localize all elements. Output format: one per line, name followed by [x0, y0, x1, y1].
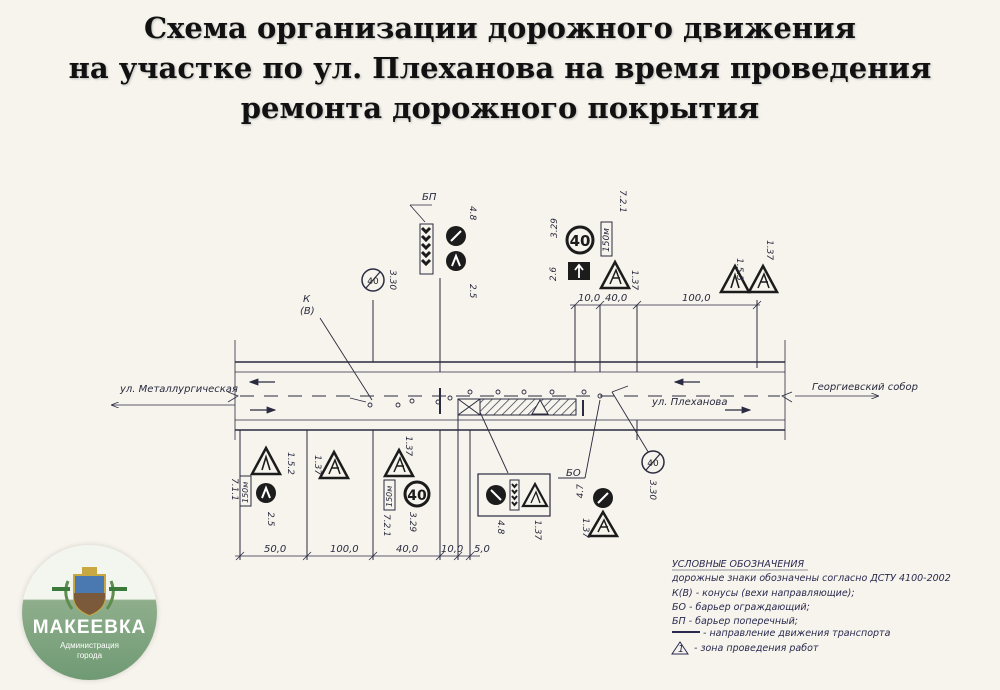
- code-48-bot: 4.8: [495, 520, 505, 535]
- barrier-sign-panel: [477, 473, 551, 517]
- legend-work-zone-mark: 1: [678, 644, 684, 655]
- barrier-chevron-sign: [419, 223, 434, 275]
- legend-work-zone-icon: [671, 641, 689, 655]
- dim-bottom-2: 100,0: [330, 544, 359, 555]
- priority-road-icon: [568, 262, 590, 280]
- distance-plate-value: 150м: [602, 228, 612, 252]
- dimensions-bottom: [235, 551, 480, 561]
- road-works-icon: [382, 447, 416, 478]
- legend-line-2: К(В) - конусы (вехи направляющие);: [672, 588, 855, 599]
- dim-top-3: 100,0: [682, 293, 711, 304]
- end-speed-limit-value-bot: 40: [647, 459, 659, 469]
- speed-limit-value: 40: [570, 232, 591, 250]
- legend-line-4: БП - барьер поперечный;: [672, 616, 798, 627]
- code-329-top: 3.29: [550, 218, 560, 238]
- lane-direction-icon: [249, 445, 283, 476]
- code-25-bot: 2.5: [265, 512, 275, 527]
- code-137-top-b: 1.37: [764, 240, 774, 260]
- dim-top-2: 40,0: [605, 293, 627, 304]
- work-zone: [457, 398, 577, 416]
- road-works-icon: [317, 449, 351, 480]
- title-line-1: Схема организации дорожного движения: [144, 11, 856, 45]
- label-v: (В): [300, 306, 315, 317]
- code-721-bot: 7.2.1: [381, 514, 391, 537]
- code-137-bot-d: 1.37: [580, 518, 590, 538]
- code-47-bot: 4.7: [576, 484, 586, 499]
- legend-line-5: - направление движения транспорта: [703, 628, 891, 639]
- code-137-top-a: 1.37: [629, 270, 639, 290]
- code-711-bot: 7.1.1: [229, 478, 239, 501]
- title-line-3: ремонта дорожного покрытия: [240, 91, 760, 125]
- legend-heading: УСЛОВНЫЕ ОБОЗНАЧЕНИЯ: [672, 559, 804, 570]
- road-works-icon: [598, 259, 632, 290]
- end-speed-limit-value: 40: [367, 277, 379, 287]
- code-25-top: 2.5: [467, 284, 477, 299]
- barriers: [439, 388, 584, 416]
- legend-line-6: - зона проведения работ: [694, 643, 819, 654]
- distance-plate-icon: 150м: [600, 221, 613, 257]
- extension-lines: [239, 278, 758, 560]
- mandatory-direction-icon: [256, 483, 276, 503]
- page-title: Схема организации дорожного движения на …: [0, 8, 1000, 128]
- title-line-2: на участке по ул. Плеханова на время про…: [68, 51, 932, 85]
- code-330-top: 3.30: [387, 270, 397, 290]
- distance-plate-icon: 150м: [383, 479, 396, 511]
- label-k: К: [303, 294, 311, 305]
- distance-plate-value-bot: 150м: [385, 486, 394, 507]
- dim-bottom-4: 10,0: [441, 544, 463, 555]
- street-left-label: ул. Металлургическая: [119, 384, 238, 395]
- code-721-top: 7.2.1: [617, 190, 627, 213]
- road-works-icon: [746, 263, 780, 294]
- dim-bottom-5: 5,0: [474, 544, 490, 555]
- code-329-bot: 3.29: [407, 512, 417, 532]
- dim-bottom-3: 40,0: [396, 544, 418, 555]
- code-26-top: 2.6: [549, 267, 559, 282]
- label-bp: БП: [422, 192, 437, 203]
- speed-limit-icon: 40: [403, 480, 431, 508]
- code-137-bot-b: 1.37: [403, 436, 413, 456]
- code-153-top: 1.5.3: [734, 258, 744, 281]
- cones: [349, 385, 629, 408]
- leader-lines: [319, 317, 651, 479]
- street-middle-label: ул. Плеханова: [651, 397, 727, 408]
- road: [227, 340, 793, 440]
- speed-limit-icon: 40: [565, 225, 595, 255]
- code-152-bot: 1.5.2: [285, 452, 295, 475]
- label-bo: БО: [566, 468, 581, 479]
- mandatory-direction-icon: [593, 488, 613, 508]
- legend-line-3: БО - барьер ограждающий;: [672, 602, 810, 613]
- speed-limit-value-bot: 40: [407, 488, 427, 504]
- code-48-top: 4.8: [467, 206, 477, 221]
- code-137-bot-c: 1.37: [532, 520, 542, 540]
- lane-direction-icon: [718, 263, 752, 294]
- logo-subtitle-2: города: [76, 651, 103, 660]
- end-speed-limit-icon: 40: [361, 268, 385, 292]
- end-speed-limit-icon: 40: [641, 450, 665, 474]
- direction-arrows: [248, 378, 752, 414]
- legend-line-1: дорожные знаки обозначены согласно ДСТУ …: [671, 573, 951, 584]
- code-137-bot-a: 1.37: [312, 455, 322, 475]
- logo-name: МАКЕЕВКА: [32, 617, 147, 638]
- dim-top-1: 10,0: [578, 293, 600, 304]
- code-330-bot: 3.30: [647, 480, 657, 500]
- city-logo: МАКЕЕВКА Администрация города: [22, 545, 157, 680]
- distance-plate-value-bot-left: 150м: [241, 482, 250, 503]
- dim-bottom-1: 50,0: [264, 544, 286, 555]
- coat-of-arms-icon: [52, 567, 127, 617]
- dimensions-top: [570, 300, 762, 310]
- legend: УСЛОВНЫЕ ОБОЗНАЧЕНИЯ дорожные знаки обоз…: [671, 559, 951, 655]
- distance-plate-icon: 150м: [239, 475, 252, 507]
- road-works-icon: [586, 509, 620, 538]
- street-right-label: Георгиевский собор: [812, 381, 918, 393]
- mandatory-direction-icon: [446, 226, 466, 271]
- logo-subtitle-1: Администрация: [60, 641, 119, 650]
